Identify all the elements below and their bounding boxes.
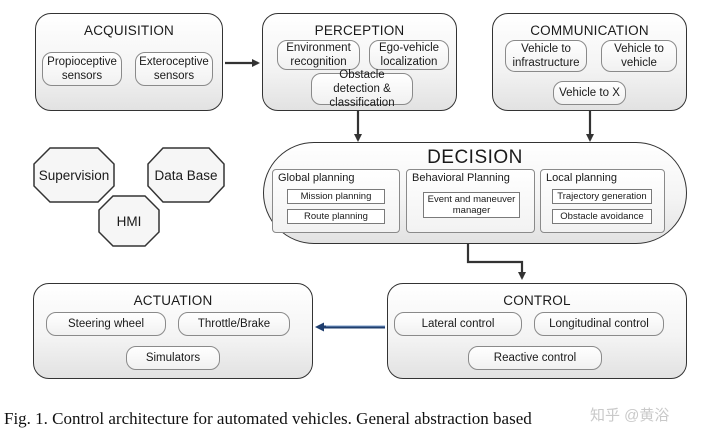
- data-base-label: Data Base: [154, 167, 218, 183]
- mission-planning: Mission planning: [287, 189, 385, 204]
- decision-title: DECISION: [427, 147, 523, 168]
- ego-vehicle-localization: Ego-vehicle localization: [369, 40, 449, 70]
- route-planning: Route planning: [287, 209, 385, 224]
- longitudinal-control: Longitudinal control: [534, 312, 664, 336]
- actuation-title: ACTUATION: [133, 293, 213, 308]
- figure-caption: Fig. 1. Control architecture for automat…: [4, 409, 532, 428]
- watermark: 知乎 @黄浴: [590, 407, 670, 424]
- communication-title: COMMUNICATION: [530, 23, 649, 38]
- simulators: Simulators: [126, 346, 220, 370]
- hmi-label: HMI: [116, 213, 142, 229]
- vehicle-to-infrastructure: Vehicle to infrastructure: [505, 40, 587, 72]
- steering-wheel: Steering wheel: [46, 312, 166, 336]
- vehicle-to-vehicle: Vehicle to vehicle: [601, 40, 677, 72]
- acquisition-title: ACQUISITION: [84, 23, 174, 38]
- data-base-module: Data Base: [147, 147, 225, 203]
- trajectory-generation: Trajectory generation: [552, 189, 652, 204]
- behavioral-planning-title: Behavioral Planning: [412, 172, 510, 184]
- perception-module: PERCEPTION Environment recognition Ego-v…: [262, 13, 457, 111]
- hmi-module: HMI: [98, 195, 160, 247]
- reactive-control: Reactive control: [468, 346, 602, 370]
- environment-recognition: Environment recognition: [277, 40, 360, 70]
- supervision-label: Supervision: [38, 167, 110, 183]
- behavioral-planning-panel: Behavioral Planning Event and maneuver m…: [406, 169, 535, 233]
- exteroceptive-sensors: Exteroceptive sensors: [135, 52, 213, 86]
- decision-module: DECISION Global planning Mission plannin…: [263, 142, 687, 244]
- arrow-decision-to-control: [466, 244, 526, 280]
- lateral-control: Lateral control: [394, 312, 522, 336]
- obstacle-avoidance: Obstacle avoidance: [552, 209, 652, 224]
- local-planning-panel: Local planning Trajectory generation Obs…: [540, 169, 665, 233]
- communication-module: COMMUNICATION Vehicle to infrastructure …: [492, 13, 687, 111]
- control-title: CONTROL: [503, 293, 571, 308]
- supervision-module: Supervision: [33, 147, 115, 203]
- actuation-module: ACTUATION Steering wheel Throttle/Brake …: [33, 283, 313, 379]
- obstacle-detection-classification: Obstacle detection & classification: [311, 69, 413, 109]
- event-maneuver-manager: Event and maneuver manager: [423, 192, 520, 218]
- local-planning-title: Local planning: [546, 172, 617, 184]
- global-planning-title: Global planning: [278, 172, 355, 184]
- acquisition-module: ACQUISITION Propioceptive sensors Extero…: [35, 13, 223, 111]
- vehicle-to-x: Vehicle to X: [553, 81, 626, 105]
- global-planning-panel: Global planning Mission planning Route p…: [272, 169, 400, 233]
- throttle-brake: Throttle/Brake: [178, 312, 290, 336]
- propioceptive-sensors: Propioceptive sensors: [42, 52, 122, 86]
- control-module: CONTROL Lateral control Longitudinal con…: [387, 283, 687, 379]
- perception-title: PERCEPTION: [314, 23, 405, 38]
